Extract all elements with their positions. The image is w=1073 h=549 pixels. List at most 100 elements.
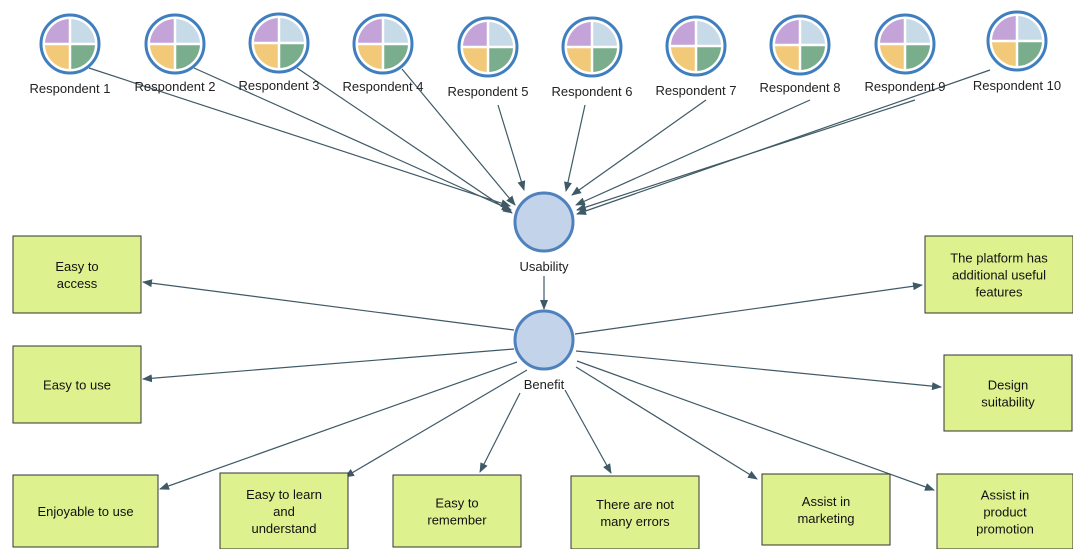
quadrant-green — [175, 44, 200, 69]
edges-layer — [88, 67, 991, 491]
box-text-line: Easy to — [435, 496, 478, 511]
respondent-node-2: Respondent 2 — [135, 13, 216, 94]
box-text-line: promotion — [976, 522, 1034, 537]
quadrant-purple — [671, 21, 696, 46]
benefit-to-design-suitability-edge — [575, 350, 942, 391]
box-text-line: Assist in — [802, 494, 850, 509]
respondent-7-to-usability-edge — [571, 99, 707, 196]
quadrant-green — [383, 44, 408, 69]
quadrant-orange — [150, 44, 175, 69]
assist-marketing-box: Assist in marketing — [761, 473, 891, 546]
respondent-node-8: Respondent 8 — [760, 14, 841, 95]
box-text-line: and — [273, 504, 295, 519]
box-text-line: suitability — [981, 395, 1035, 410]
respondent-5-to-usability-edge — [497, 104, 526, 191]
respondent-10-to-usability-edge — [576, 69, 991, 215]
quadrant-orange — [463, 47, 488, 72]
quadrant-purple — [567, 22, 592, 47]
quadrant-blue — [279, 18, 304, 43]
benefit-label: Benefit — [524, 377, 565, 392]
quadrant-blue — [70, 19, 95, 44]
respondent-node-5: Respondent 5 — [448, 16, 529, 99]
box-text-line: access — [57, 276, 98, 291]
respondent-label: Respondent 5 — [448, 84, 529, 99]
benefit-to-enjoyable-to-use-edge — [159, 361, 518, 490]
box-text-line: There are not — [596, 497, 674, 512]
box-text-line: Assist in — [981, 488, 1029, 503]
quadrant-green — [696, 46, 721, 71]
respondent-node-1: Respondent 1 — [30, 13, 111, 96]
quadrant-green — [1017, 41, 1042, 66]
respondent-label: Respondent 8 — [760, 80, 841, 95]
benefit-to-easy-to-access-edge — [142, 279, 515, 331]
quadrant-orange — [880, 44, 905, 69]
quadrant-green — [800, 45, 825, 70]
box-rect — [943, 354, 1073, 432]
respondent-node-4: Respondent 4 — [343, 13, 423, 94]
quadrant-blue — [175, 19, 200, 44]
benefit-to-assist-promotion-edge — [576, 360, 935, 491]
respondent-8-to-usability-edge — [575, 99, 811, 206]
quadrant-blue — [800, 20, 825, 45]
box-text-line: Easy to use — [43, 378, 111, 393]
box-text-line: marketing — [797, 511, 854, 526]
benefit-circle — [513, 309, 575, 371]
box-rect — [12, 235, 142, 314]
usability-node: Usability — [513, 191, 575, 274]
respondent-node-7: Respondent 7 — [656, 15, 737, 98]
quadrant-purple — [880, 19, 905, 44]
quadrant-blue — [592, 22, 617, 47]
respondent-label: Respondent 9 — [865, 79, 946, 94]
respondent-node-9: Respondent 9 — [865, 13, 946, 94]
respondent-node-10: Respondent 10 — [973, 10, 1061, 93]
respondent-label: Respondent 2 — [135, 79, 216, 94]
box-rect — [761, 473, 891, 546]
respondent-label: Respondent 3 — [239, 78, 320, 93]
quadrant-green — [592, 47, 617, 72]
box-rect — [924, 235, 1073, 314]
benefit-to-not-many-errors-edge — [564, 389, 612, 474]
quadrant-orange — [992, 41, 1017, 66]
respondent-6-to-usability-edge — [564, 104, 586, 192]
quadrant-blue — [1017, 16, 1042, 41]
quadrant-orange — [45, 44, 70, 69]
quadrant-orange — [358, 44, 383, 69]
quadrant-blue — [905, 19, 930, 44]
box-text-line: many errors — [600, 514, 670, 529]
box-text-line: additional useful — [952, 268, 1046, 283]
respondent-label: Respondent 7 — [656, 83, 737, 98]
respondent-1-to-usability-edge — [88, 67, 511, 207]
box-text-line: remember — [427, 513, 487, 528]
quadrant-blue — [696, 21, 721, 46]
quadrant-blue — [383, 19, 408, 44]
benefit-to-additional-features-edge — [574, 282, 923, 335]
quadrant-purple — [775, 20, 800, 45]
box-rect — [570, 475, 700, 549]
quadrant-green — [488, 47, 513, 72]
quadrant-purple — [254, 18, 279, 43]
usability-label: Usability — [519, 259, 569, 274]
respondent-label: Respondent 1 — [30, 81, 111, 96]
benefit-to-easy-to-use-edge — [142, 348, 515, 383]
quadrant-orange — [775, 45, 800, 70]
box-rect — [12, 345, 142, 424]
quadrant-orange — [254, 43, 279, 68]
box-text-line: The platform has — [950, 251, 1048, 266]
box-rect — [392, 474, 522, 548]
quadrant-green — [905, 44, 930, 69]
respondent-2-to-usability-edge — [193, 67, 512, 211]
benefit-to-easy-to-remember-edge — [479, 392, 521, 473]
easy-to-remember-box: Easy to remember — [392, 474, 522, 548]
enjoyable-to-use-box: Enjoyable to use — [12, 474, 159, 548]
quadrant-green — [70, 44, 95, 69]
quadrant-purple — [150, 19, 175, 44]
respondent-node-6: Respondent 6 — [552, 16, 632, 99]
usability-circle — [513, 191, 575, 253]
quadrant-green — [279, 43, 304, 68]
box-text-line: Enjoyable to use — [37, 504, 133, 519]
